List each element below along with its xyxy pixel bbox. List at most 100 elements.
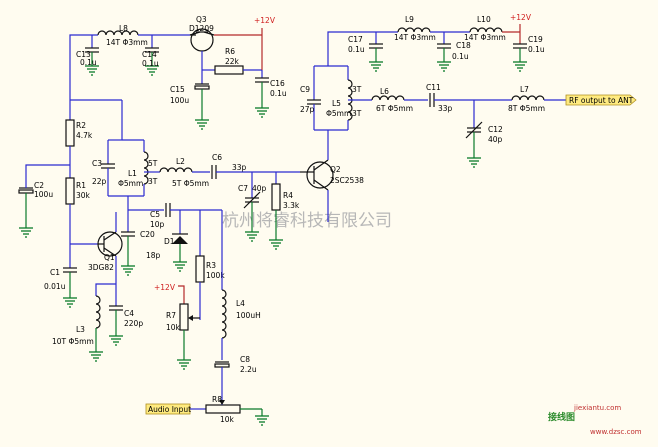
label-R8: R8 [212,395,222,404]
value-Q1: 3DG82 [88,263,114,272]
resistor-R6 [214,65,244,75]
value-C7: 40p [252,184,267,193]
label-C1: C1 [50,268,60,277]
label-C6: C6 [212,153,222,162]
watermark-text: 杭州将睿科技有限公司 [222,211,392,231]
label-R7: R7 [166,311,176,320]
label-L7: L7 [520,85,529,94]
value-R1: 30k [76,191,91,200]
inductor-L1 [143,151,149,185]
value-C17: 0.1u [348,45,365,54]
label-C3: C3 [92,159,102,168]
value-L5: Φ5mm [326,109,351,118]
label-R2: R2 [76,121,86,130]
label-Q3: Q3 [196,15,207,24]
label-L1: L1 [128,169,137,178]
turns-L1-a: 5T [148,159,158,168]
label-C13: C13 [76,50,91,59]
label-L6: L6 [380,87,389,96]
value-R8: 10k [220,415,235,424]
transistor-Q2 [306,161,334,189]
value-C3: 22p [92,177,107,186]
turns-L5-b: 3T [352,109,362,118]
label-C15: C15 [170,85,185,94]
label-L5: L5 [332,99,341,108]
label-C12: C12 [488,125,503,134]
label-C8: C8 [240,355,250,364]
label-C9: C9 [300,85,310,94]
value-L4: 100uH [236,311,261,320]
value-C15: 100u [170,96,189,105]
value-C20: 18p [146,251,161,260]
logo-site: www.dzsc.com [590,428,642,436]
inductor-L8 [97,30,139,36]
value-C2: 100u [34,190,53,199]
value-C14: 0.1u [142,59,159,68]
value-C6: 33p [232,163,247,172]
label-Q2: Q2 [330,165,341,174]
supply-label-left: +12V [154,283,176,292]
value-C18: 0.1u [452,52,469,61]
turns-L1-b: 3T [148,177,158,186]
label-R6: R6 [225,47,235,56]
value-C16: 0.1u [270,89,287,98]
supply-label-right: +12V [510,13,532,22]
value-L3: 10T Φ5mm [52,337,94,346]
inductor-L7 [511,95,545,101]
resistor-R1 [65,177,75,205]
label-R4: R4 [283,191,293,200]
audio-input-label: Audio Input [148,405,191,414]
label-L2: L2 [176,157,185,166]
label-R1: R1 [76,181,86,190]
value-C1: 0.01u [44,282,66,291]
label-L8: L8 [119,24,128,33]
rf-output-connector [565,94,637,106]
value-C5: 10p [150,220,165,229]
label-C14: C14 [142,50,157,59]
value-Q2: 2SC2538 [330,176,364,185]
value-C12: 40p [488,135,503,144]
value-C13: 0.1u [80,58,97,67]
label-L3: L3 [76,325,85,334]
label-C20: C20 [140,230,155,239]
resistor-R2 [65,119,75,147]
label-Q1: Q1 [104,253,115,262]
inductor-L3 [95,295,101,329]
value-L6: 6T Φ5mm [376,104,413,113]
inductor-L9 [397,27,431,33]
value-L1: Φ5mm [118,179,143,188]
value-C4: 220p [124,319,143,328]
logo-text: 接线图 [548,411,575,423]
turns-L5-a: 3T [352,85,362,94]
resistor-R4 [271,183,281,211]
label-R3: R3 [206,261,216,270]
value-R7: 10k [166,323,181,332]
label-C5: C5 [150,210,160,219]
label-C11: C11 [426,83,441,92]
label-L10: L10 [477,15,491,24]
value-L2: 5T Φ5mm [172,179,209,188]
value-Q3: D1209 [189,24,214,33]
label-C2: C2 [34,181,44,190]
inductor-L2 [159,167,193,173]
label-L9: L9 [405,15,414,24]
value-L10: 14T Φ3mm [464,33,506,42]
value-R2: 4.7k [76,131,93,140]
label-L4: L4 [236,299,245,308]
value-C8: 2.2u [240,365,257,374]
value-R6: 22k [225,57,240,66]
value-C19: 0.1u [528,45,545,54]
value-L8: 14T Φ3mm [106,38,148,47]
varactor-D1 [172,236,188,244]
label-C17: C17 [348,35,363,44]
label-D1: D1 [164,237,175,246]
value-C9: 27p [300,105,315,114]
value-L9: 14T Φ3mm [394,33,436,42]
inductor-L10 [469,27,503,33]
resistor-R3 [195,255,205,283]
rf-output-label: RF output to ANT [569,96,634,105]
label-C16: C16 [270,79,285,88]
potentiometer-R8 [205,404,241,414]
label-C19: C19 [528,35,543,44]
